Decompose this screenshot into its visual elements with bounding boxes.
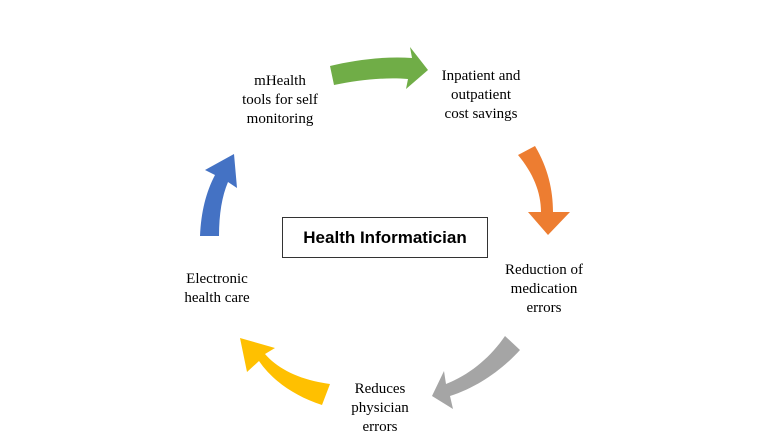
node-physician-errors: Reduces physician errors bbox=[351, 381, 409, 435]
node-mhealth: mHealth tools for self monitoring bbox=[242, 73, 318, 127]
node-cost-savings: Inpatient and outpatient cost savings bbox=[441, 68, 521, 122]
arrow-yellow bbox=[240, 338, 330, 405]
node-electronic-health-care: Electronic health care bbox=[184, 271, 250, 306]
node-medication-errors: Reduction of medication errors bbox=[505, 262, 583, 316]
arrow-gray bbox=[432, 336, 520, 409]
arrow-green bbox=[330, 47, 428, 89]
center-title: Health Informatician bbox=[303, 227, 467, 247]
center-box: Health Informatician bbox=[282, 217, 488, 258]
arrow-orange bbox=[518, 146, 570, 235]
arrow-blue bbox=[200, 154, 237, 236]
